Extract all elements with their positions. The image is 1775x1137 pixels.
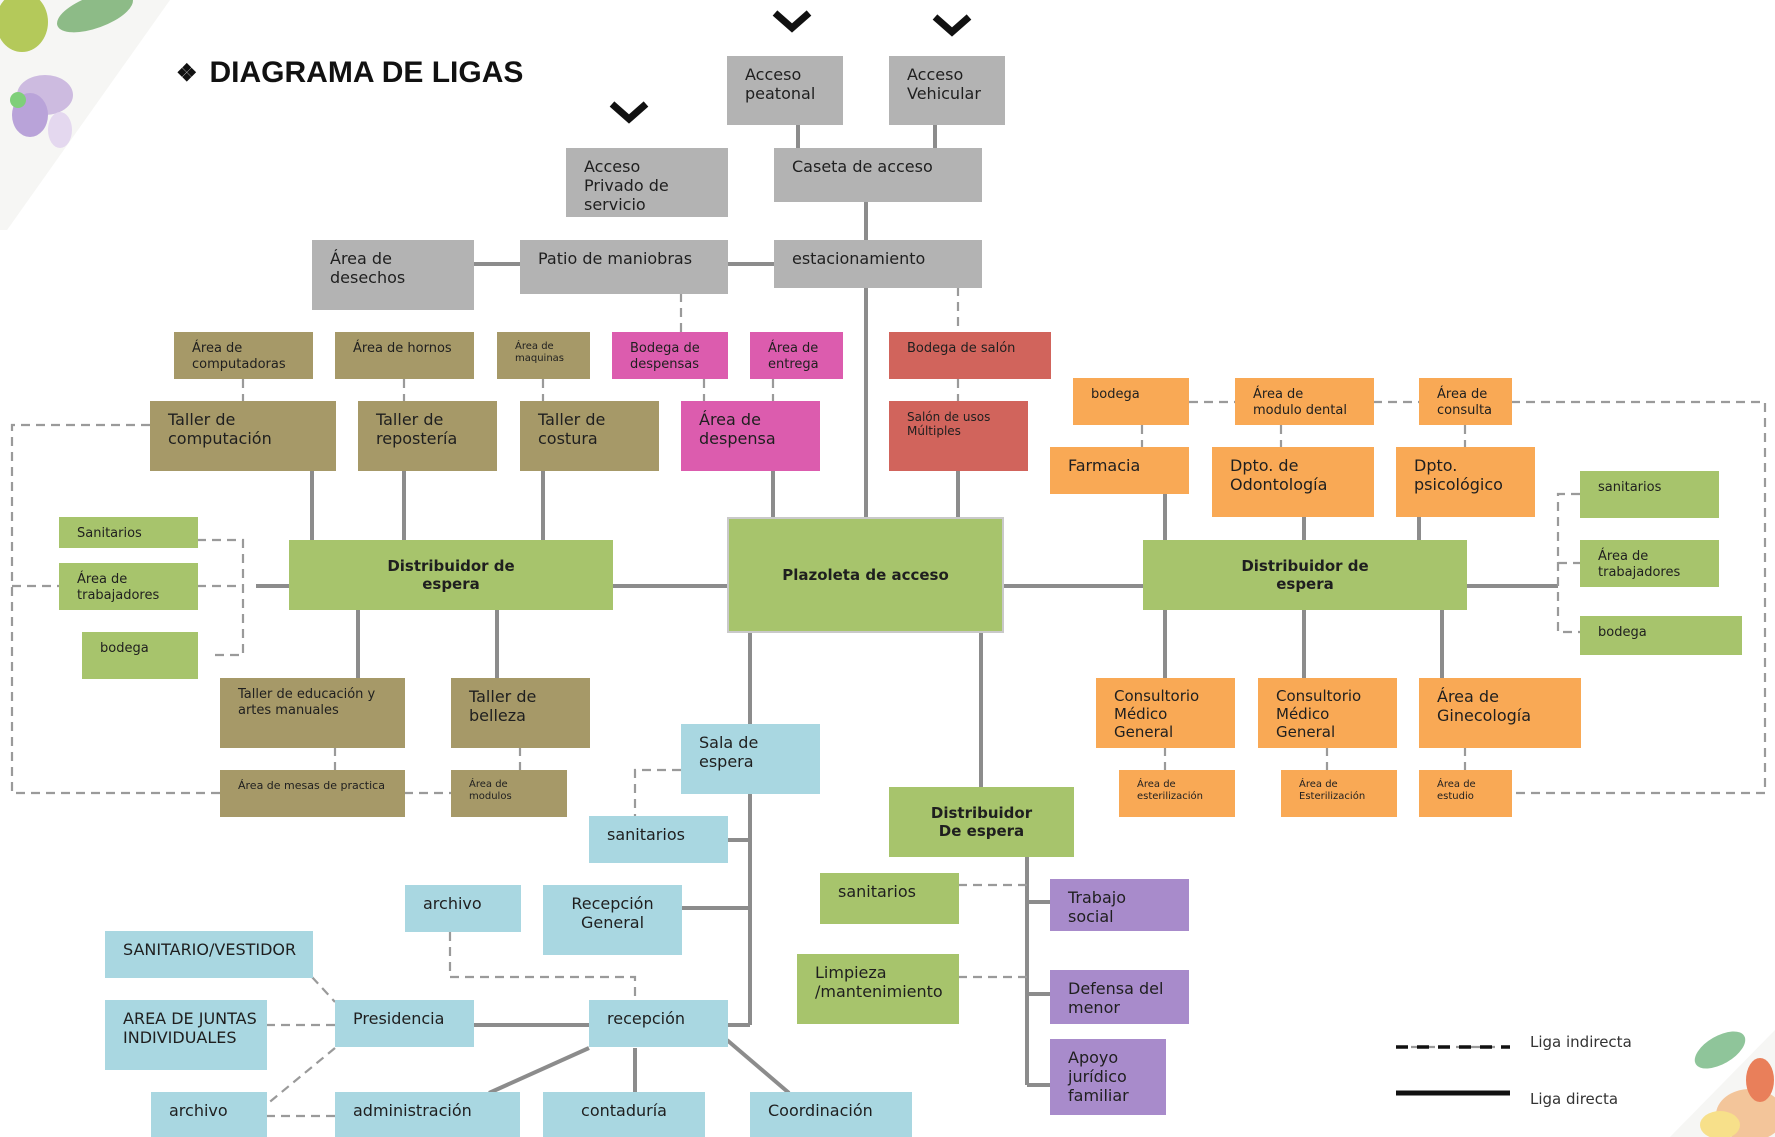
node-bodega-orange: bodega: [1073, 378, 1189, 425]
chevron-down-icon: [609, 101, 649, 124]
node-taller-de-reposteria: Taller de repostería: [358, 401, 497, 471]
node-dpto-odontologia: Dpto. de Odontología: [1212, 447, 1374, 517]
node-bodega-de-salon: Bodega de salón: [889, 332, 1051, 379]
node-apoyo-juridico-familiar: Apoyo jurídico familiar: [1050, 1039, 1166, 1115]
node-taller-de-educacion: Taller de educación y artes manuales: [220, 678, 405, 748]
chevron-down-icon: [932, 14, 972, 37]
node-distribuidor-de-espera-left: Distribuidor de espera: [289, 540, 613, 610]
chevron-down-icon: [772, 10, 812, 33]
node-area-de-maquinas: Área de maquinas: [497, 332, 590, 379]
node-sala-de-espera: Sala de espera: [681, 724, 820, 794]
node-administracion: administración: [335, 1092, 520, 1137]
node-plazoleta-de-acceso: Plazoleta de acceso: [727, 517, 1004, 633]
node-distribuidor-de-espera-bottom: Distribuidor De espera: [889, 787, 1074, 857]
node-area-de-desechos: Área de desechos: [312, 240, 474, 310]
node-limpieza-mantenimiento: Limpieza /mantenimiento: [797, 954, 959, 1024]
node-estacionamiento: estacionamiento: [774, 240, 982, 288]
node-coordinacion: Coordinación: [750, 1092, 912, 1137]
floral-decoration-bottom-right: [1670, 1030, 1775, 1137]
diamond-bullet-icon: ❖: [176, 59, 198, 87]
node-dpto-psicologico: Dpto. psicológico: [1396, 447, 1535, 517]
node-area-de-modulo-dental: Área de modulo dental: [1235, 378, 1374, 425]
node-distribuidor-de-espera-right: Distribuidor de espera: [1143, 540, 1467, 610]
node-area-de-estudio: Área de estudio: [1419, 770, 1512, 817]
node-recepcion-general: Recepción General: [543, 885, 682, 955]
node-acceso-privado: Acceso Privado de servicio: [566, 148, 728, 217]
node-trabajo-social: Trabajo social: [1050, 879, 1189, 931]
node-bodega-right: bodega: [1580, 616, 1742, 655]
node-taller-de-costura: Taller de costura: [520, 401, 659, 471]
node-sanitarios-distribuidor: sanitarios: [820, 873, 959, 924]
floral-decoration-top-left: [0, 0, 170, 230]
node-contaduria: contaduría: [543, 1092, 705, 1137]
node-area-de-esterilizacion-2: Área de Esterilización: [1281, 770, 1397, 817]
node-area-de-ginecologia: Área de Ginecología: [1419, 678, 1581, 748]
node-presidencia: Presidencia: [335, 1000, 474, 1047]
node-acceso-vehicular: Acceso Vehicular: [889, 56, 1005, 125]
node-archivo-bottom: archivo: [151, 1092, 267, 1137]
node-area-de-trabajadores-left: Área de trabajadores: [59, 563, 198, 610]
node-taller-de-belleza: Taller de belleza: [451, 678, 590, 748]
legend-indirect-label: Liga indirecta: [1530, 1033, 1632, 1051]
node-defensa-del-menor: Defensa del menor: [1050, 970, 1189, 1024]
node-area-de-entrega: Área de entrega: [750, 332, 843, 379]
node-area-de-despensa: Área de despensa: [681, 401, 820, 471]
node-sanitarios-left: Sanitarios: [59, 517, 198, 548]
node-area-de-computadoras: Área de computadoras: [174, 332, 313, 379]
page-title: ❖ DIAGRAMA DE LIGAS: [176, 56, 523, 90]
node-salon-de-usos-multiples: Salón de usos Múltiples: [889, 401, 1028, 471]
node-patio-de-maniobras: Patio de maniobras: [520, 240, 728, 294]
node-area-de-juntas-individuales: AREA DE JUNTAS INDIVIDUALES: [105, 1000, 267, 1070]
node-acceso-peatonal: Acceso peatonal: [727, 56, 843, 125]
node-sanitarios-sala: sanitarios: [589, 816, 728, 863]
node-sanitario-vestidor: SANITARIO/VESTIDOR: [105, 931, 313, 978]
node-taller-de-computacion: Taller de computación: [150, 401, 336, 471]
node-area-de-consulta: Área de consulta: [1419, 378, 1512, 425]
node-consultorio-medico-general-1: Consultorio Médico General: [1096, 678, 1235, 748]
node-consultorio-medico-general-2: Consultorio Médico General: [1258, 678, 1397, 748]
node-farmacia: Farmacia: [1050, 447, 1189, 494]
node-archivo-top: archivo: [405, 885, 521, 932]
node-area-de-modulos: Área de modulos: [451, 770, 567, 817]
node-bodega-left: bodega: [82, 632, 198, 679]
node-area-de-mesas-de-practica: Área de mesas de practica: [220, 770, 405, 817]
node-area-de-trabajadores-right: Área de trabajadores: [1580, 540, 1719, 587]
legend-direct-label: Liga directa: [1530, 1090, 1619, 1108]
node-bodega-de-despensas: Bodega de despensas: [612, 332, 728, 379]
node-caseta-de-acceso: Caseta de acceso: [774, 148, 982, 202]
node-recepcion: recepción: [589, 1000, 728, 1047]
node-area-de-esterilizacion-1: Área de esterilización: [1119, 770, 1235, 817]
page-title-text: DIAGRAMA DE LIGAS: [209, 56, 524, 89]
node-sanitarios-right: sanitarios: [1580, 471, 1719, 518]
node-area-de-hornos: Área de hornos: [335, 332, 474, 379]
